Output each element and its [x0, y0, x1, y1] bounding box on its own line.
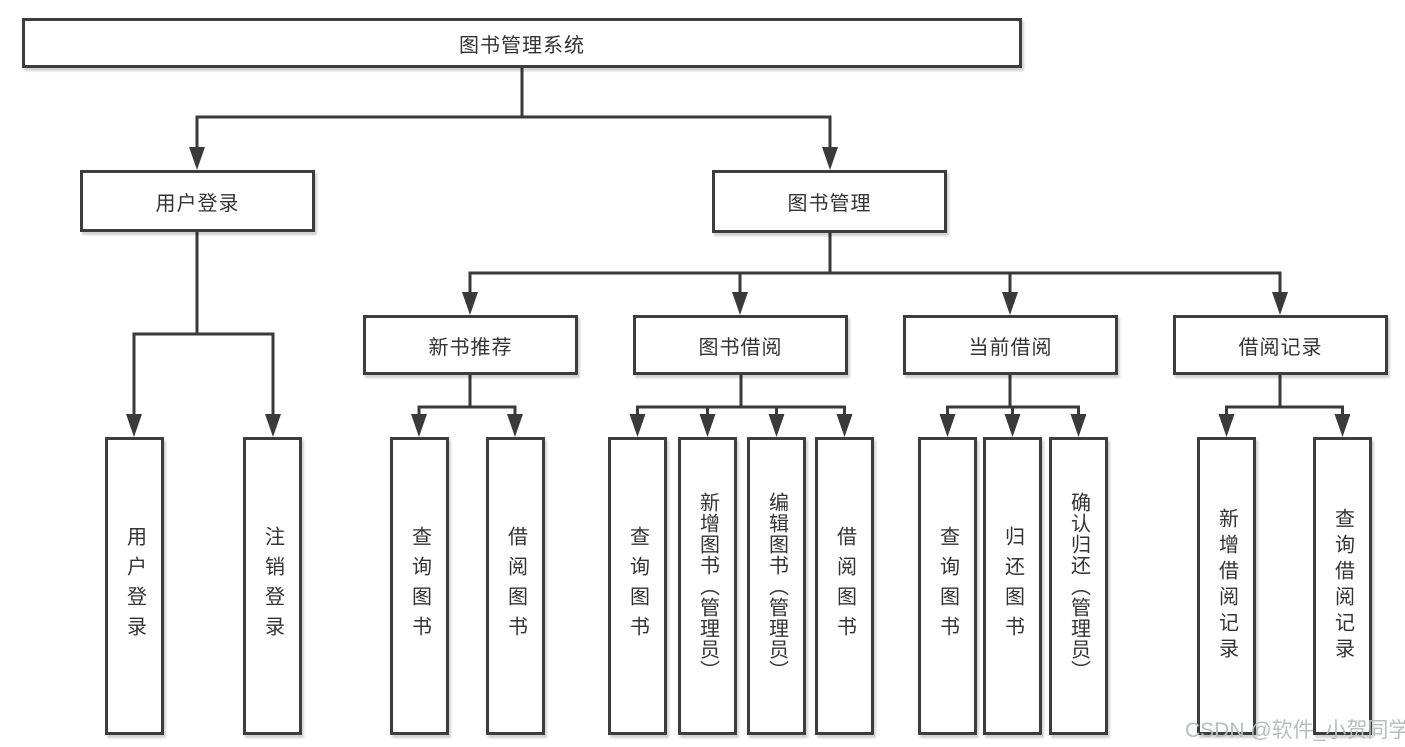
csdn-watermark: CSDN @软件_小贺同学	[1185, 719, 1405, 742]
node-borrow-records: 借阅记录	[1173, 315, 1388, 375]
leaf-query-borrow-record: 查询借阅记录	[1313, 437, 1372, 735]
leaf-borrowing-query-books: 查询图书	[608, 437, 667, 735]
leaf-add-borrow-record-label: 新增借阅记录	[1215, 508, 1238, 664]
leaf-logout: 注销登录	[243, 437, 302, 735]
leaf-user-login: 用户登录	[105, 437, 164, 735]
node-current-borrowing-label: 当前借阅	[968, 336, 1053, 359]
node-book-borrowing: 图书借阅	[633, 315, 848, 375]
node-new-book-recommend: 新书推荐	[363, 315, 578, 375]
leaf-recommend-borrow-books: 借阅图书	[486, 437, 545, 735]
leaf-edit-books-admin: 编辑图书（管理员）	[747, 437, 806, 735]
node-user-login: 用户登录	[80, 170, 315, 232]
node-book-management-label: 图书管理	[787, 193, 872, 215]
arrowheads	[126, 147, 1351, 437]
leaf-confirm-return-admin-label: 确认归还（管理员）	[1067, 491, 1090, 681]
leaf-add-books-admin-label: 新增图书（管理员）	[696, 491, 719, 681]
leaf-add-borrow-record: 新增借阅记录	[1197, 437, 1256, 735]
node-book-management: 图书管理	[712, 170, 947, 233]
leaf-return-books: 归还图书	[983, 437, 1042, 735]
node-current-borrowing: 当前借阅	[903, 315, 1118, 375]
leaf-recommend-query-books-label: 查询图书	[408, 526, 431, 646]
leaf-add-books-admin: 新增图书（管理员）	[678, 437, 737, 735]
leaf-current-query-books-label: 查询图书	[936, 526, 959, 646]
leaf-borrowing-borrow-books-label: 借阅图书	[833, 526, 856, 646]
node-new-book-recommend-label: 新书推荐	[428, 336, 513, 359]
leaf-confirm-return-admin: 确认归还（管理员）	[1049, 437, 1108, 735]
leaf-edit-books-admin-label: 编辑图书（管理员）	[765, 491, 788, 681]
node-user-login-label: 用户登录	[155, 192, 240, 215]
node-root-label: 图书管理系统	[459, 34, 585, 57]
leaf-recommend-query-books: 查询图书	[390, 437, 449, 735]
leaf-borrowing-query-books-label: 查询图书	[626, 526, 649, 646]
node-book-borrowing-label: 图书借阅	[698, 336, 783, 359]
leaf-current-query-books: 查询图书	[918, 437, 977, 735]
leaf-logout-label: 注销登录	[261, 526, 284, 646]
leaf-return-books-label: 归还图书	[1001, 526, 1024, 646]
node-root: 图书管理系统	[22, 18, 1022, 68]
leaf-query-borrow-record-label: 查询借阅记录	[1331, 508, 1354, 664]
leaf-recommend-borrow-books-label: 借阅图书	[504, 526, 527, 646]
leaf-user-login-label: 用户登录	[123, 526, 146, 646]
node-borrow-records-label: 借阅记录	[1238, 336, 1323, 359]
leaf-borrowing-borrow-books: 借阅图书	[815, 437, 874, 735]
